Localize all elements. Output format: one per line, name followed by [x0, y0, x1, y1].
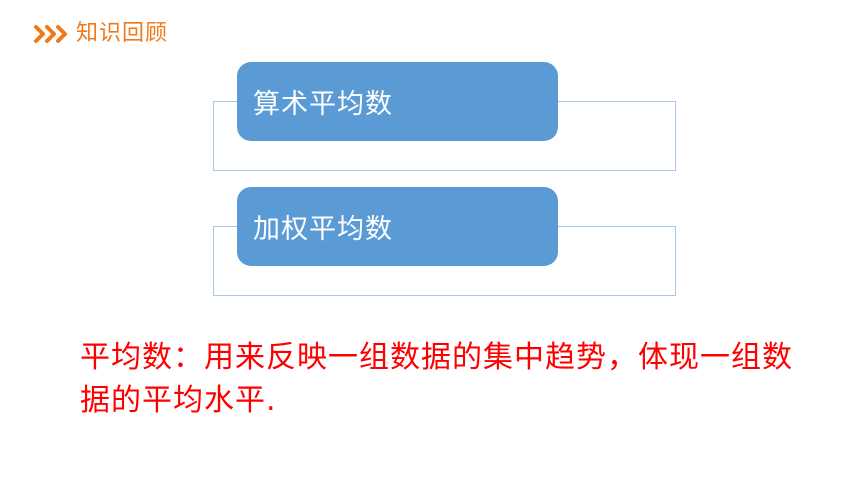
section-header: 知识回顾: [34, 18, 168, 50]
card-weighted-mean: 加权平均数: [237, 187, 558, 266]
card-label: 加权平均数: [253, 214, 393, 245]
card-label: 算术平均数: [253, 89, 393, 120]
chevron-right-icon: [34, 24, 70, 44]
card-arithmetic-mean: 算术平均数: [237, 62, 558, 141]
definition-text: 平均数：用来反映一组数据的集中趋势，体现一组数据的平均水平.: [80, 340, 793, 418]
section-title: 知识回顾: [76, 21, 169, 46]
